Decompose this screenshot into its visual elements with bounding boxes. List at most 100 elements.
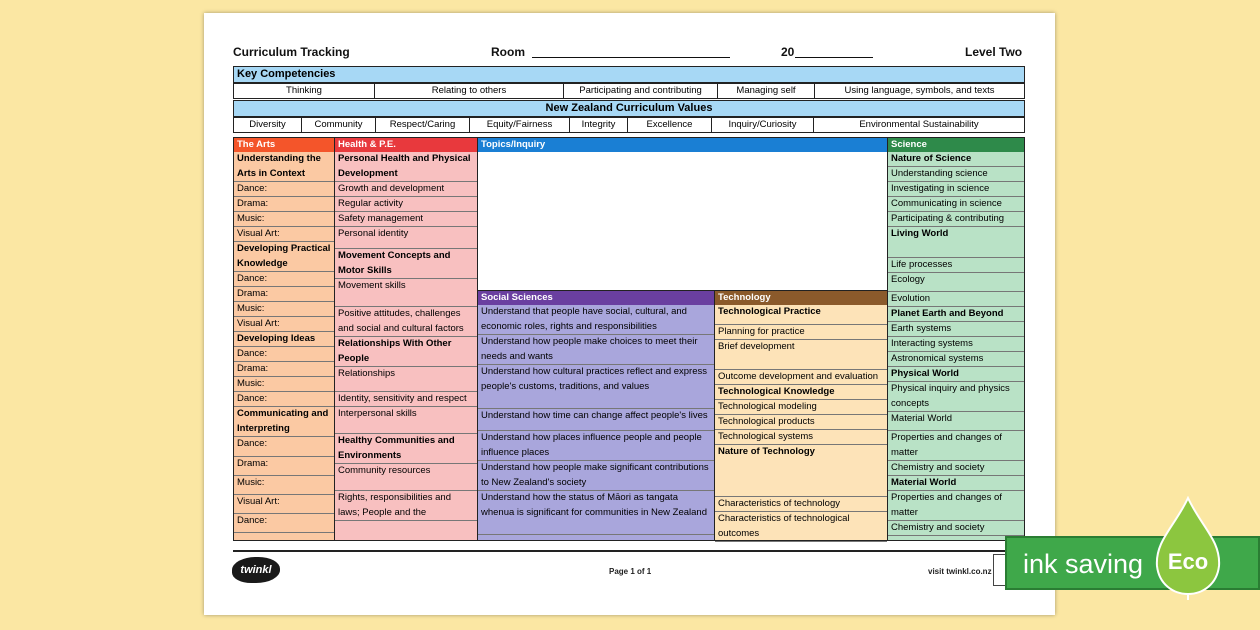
arts-row: Dance: — [234, 272, 334, 287]
science-row: Living World — [888, 227, 1024, 258]
year-label: 20 — [781, 45, 795, 59]
science-row: Earth systems — [888, 322, 1024, 337]
technology-header: Technology — [715, 291, 887, 305]
technology-row: Characteristics of technological outcome… — [715, 512, 887, 542]
arts-row: Dance: — [234, 514, 334, 533]
health-row: Movement Concepts and Motor Skills — [335, 249, 477, 279]
value-item: Community — [302, 118, 376, 132]
arts-row: Drama: — [234, 362, 334, 377]
science-row: Understanding science — [888, 167, 1024, 182]
social-row: Understand how cultural practices reflec… — [478, 365, 714, 409]
arts-row: Dance: — [234, 392, 334, 407]
site-url: visit twinkl.co.nz — [928, 567, 992, 576]
health-row: Community resources — [335, 464, 477, 491]
arts-row: Music: — [234, 377, 334, 392]
room-line — [532, 57, 730, 58]
science-row: Ecology — [888, 273, 1024, 292]
science-row: Interacting systems — [888, 337, 1024, 352]
worksheet-page: Curriculum Tracking Room 20 Level Two Ke… — [204, 13, 1055, 615]
health-header: Health & P.E. — [335, 138, 477, 152]
science-row: Chemistry and society — [888, 521, 1024, 536]
arts-row: Dance: — [234, 437, 334, 457]
health-row: Positive attitudes, challenges and socia… — [335, 307, 477, 337]
topics-inquiry-box: Topics/Inquiry — [477, 137, 888, 291]
social-row: Understand how people make significant c… — [478, 461, 714, 491]
arts-row: Visual Art: — [234, 227, 334, 242]
arts-header: The Arts — [234, 138, 334, 152]
arts-column: The Arts Understanding the Arts in Conte… — [233, 137, 335, 541]
arts-row: Communicating and Interpreting — [234, 407, 334, 437]
competency-item: Using language, symbols, and texts — [844, 85, 995, 96]
eco-label: Eco — [1168, 549, 1208, 574]
technology-row: Technological systems — [715, 430, 887, 445]
value-item: Diversity — [234, 118, 302, 132]
science-row: Properties and changes of matter — [888, 491, 1024, 521]
values-title: New Zealand Curriculum Values — [233, 100, 1025, 117]
science-row: Evolution — [888, 292, 1024, 307]
science-row: Participating & contributing — [888, 212, 1024, 227]
science-row: Chemistry and society — [888, 461, 1024, 476]
topics-header: Topics/Inquiry — [478, 138, 887, 152]
social-row: Understand how time can change affect pe… — [478, 409, 714, 431]
eco-leaf-icon: Eco — [1155, 496, 1221, 600]
arts-row: Music: — [234, 212, 334, 227]
arts-row: Dance: — [234, 182, 334, 197]
competency-item: Managing self — [718, 84, 815, 98]
social-sciences-column: Social Sciences Understand that people h… — [477, 290, 715, 541]
science-row: Communicating in science — [888, 197, 1024, 212]
technology-row: Brief development — [715, 340, 887, 370]
year-line — [795, 57, 873, 58]
arts-row: Developing Ideas — [234, 332, 334, 347]
page-title: Curriculum Tracking — [233, 45, 350, 59]
technology-row: Planning for practice — [715, 325, 887, 340]
science-row: Investigating in science — [888, 182, 1024, 197]
twinkl-logo: twinkl — [232, 557, 280, 583]
footer-divider — [233, 550, 1025, 552]
science-row: Material World — [888, 476, 1024, 491]
health-row: Personal identity — [335, 227, 477, 249]
ink-saving-label: ink saving — [1023, 549, 1144, 579]
arts-row: Developing Practical Knowledge — [234, 242, 334, 272]
science-header: Science — [888, 138, 1024, 152]
values-row: Diversity Community Respect/Caring Equit… — [233, 117, 1025, 133]
arts-row: Drama: — [234, 457, 334, 476]
competency-item: Participating and contributing — [564, 84, 718, 98]
science-row: Physical World — [888, 367, 1024, 382]
technology-row: Characteristics of technology — [715, 497, 887, 512]
arts-row: Understanding the Arts in Context — [234, 152, 334, 182]
social-row: Understand that people have social, cult… — [478, 305, 714, 335]
social-header: Social Sciences — [478, 291, 714, 305]
science-row: Astronomical systems — [888, 352, 1024, 367]
science-row: Properties and changes of matter — [888, 431, 1024, 461]
health-row: Identity, sensitivity and respect — [335, 392, 477, 407]
arts-row: Music: — [234, 476, 334, 495]
arts-row: Dance: — [234, 347, 334, 362]
health-row: Personal Health and Physical Development — [335, 152, 477, 182]
technology-row: Nature of Technology — [715, 445, 887, 497]
social-row: Understand how places influence people a… — [478, 431, 714, 461]
social-row: Understand how the status of Māori as ta… — [478, 491, 714, 535]
value-item: Environmental Sustainability — [859, 119, 979, 130]
health-row: Growth and development — [335, 182, 477, 197]
value-item: Equity/Fairness — [470, 118, 570, 132]
health-row: Movement skills — [335, 279, 477, 307]
science-row: Nature of Science — [888, 152, 1024, 167]
health-pe-column: Health & P.E. Personal Health and Physic… — [334, 137, 478, 541]
arts-row: Drama: — [234, 287, 334, 302]
value-item: Integrity — [570, 118, 628, 132]
health-row: Relationships With Other People — [335, 337, 477, 367]
value-item: Inquiry/Curiosity — [712, 118, 814, 132]
health-row: Safety management — [335, 212, 477, 227]
science-row: Physical inquiry and physics concepts — [888, 382, 1024, 412]
health-row: Interpersonal skills — [335, 407, 477, 434]
arts-row: Visual Art: — [234, 495, 334, 514]
science-row: Planet Earth and Beyond — [888, 307, 1024, 322]
competency-item: Thinking — [234, 84, 375, 98]
key-competencies-row: Thinking Relating to others Participatin… — [233, 83, 1025, 99]
arts-row: Visual Art: — [234, 317, 334, 332]
social-row: Understand how people make choices to me… — [478, 335, 714, 365]
value-item: Respect/Caring — [376, 118, 470, 132]
level-label: Level Two — [965, 45, 1023, 59]
